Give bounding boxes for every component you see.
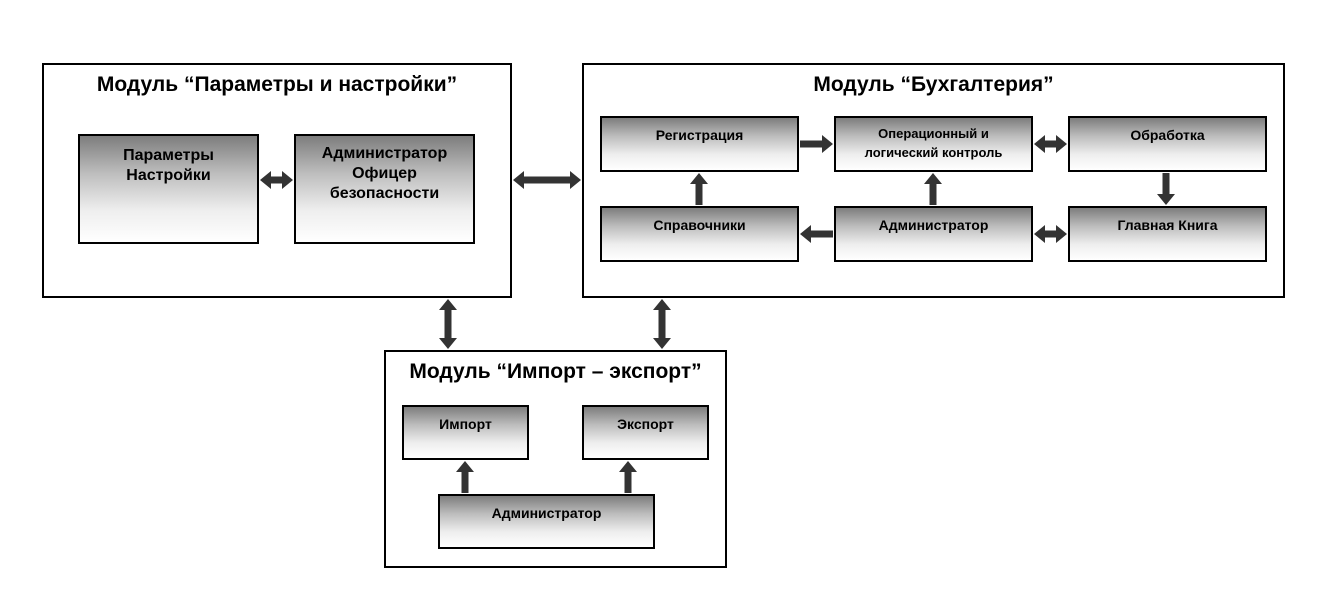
arrow-admin-import	[456, 461, 474, 493]
security-label: безопасности	[329, 185, 440, 202]
admin-security-officer-box: Администратор Офицер безопасности	[294, 134, 475, 244]
import-box: Импорт	[402, 405, 529, 460]
parameters-settings-box: Параметры Настройки	[78, 134, 259, 244]
control-label-line2: логический контроль	[864, 145, 1003, 160]
arrow-params-admin	[260, 171, 293, 189]
accounting-administrator-box: Администратор	[834, 206, 1033, 262]
registration-box: Регистрация	[600, 116, 799, 172]
administrator-label: Администратор	[321, 145, 448, 162]
export-box: Экспорт	[582, 405, 709, 460]
general-ledger-label: Главная Книга	[1117, 217, 1218, 233]
arrow-control-processing	[1034, 135, 1067, 153]
operational-logical-control-box: Операционный и логический контроль	[834, 116, 1033, 172]
references-label: Справочники	[653, 217, 746, 233]
parameters-label: Параметры	[123, 147, 214, 164]
references-box: Справочники	[600, 206, 799, 262]
arrow-admin-ledger	[1034, 225, 1067, 243]
arrow-accounting-import-export	[653, 299, 671, 349]
general-ledger-box: Главная Книга	[1068, 206, 1267, 262]
arrow-admin-references	[800, 225, 833, 243]
export-label: Экспорт	[617, 416, 674, 432]
arrow-admin-export	[619, 461, 637, 493]
registration-label: Регистрация	[655, 127, 744, 143]
import-label: Импорт	[439, 416, 492, 432]
settings-label: Настройки	[126, 167, 211, 184]
module-parameters-settings-title: Модуль “Параметры и настройки”	[96, 73, 458, 96]
module-import-export-title: Модуль “Импорт – экспорт”	[409, 360, 702, 383]
processing-label: Обработка	[1130, 127, 1205, 143]
arrow-registration-control	[800, 135, 833, 153]
import-export-administrator-label: Администратор	[491, 505, 602, 521]
import-export-administrator-box: Администратор	[438, 494, 655, 549]
processing-box: Обработка	[1068, 116, 1267, 172]
arrow-settings-accounting	[513, 171, 581, 189]
arrow-references-registration	[690, 173, 708, 205]
module-accounting-title: Модуль “Бухгалтерия”	[813, 73, 1054, 96]
arrow-admin-control	[924, 173, 942, 205]
arrow-processing-ledger	[1157, 173, 1175, 205]
control-label-line1: Операционный и	[878, 126, 989, 141]
officer-label: Офицер	[352, 165, 417, 182]
arrow-settings-import-export	[439, 299, 457, 349]
accounting-administrator-label: Администратор	[878, 217, 989, 233]
